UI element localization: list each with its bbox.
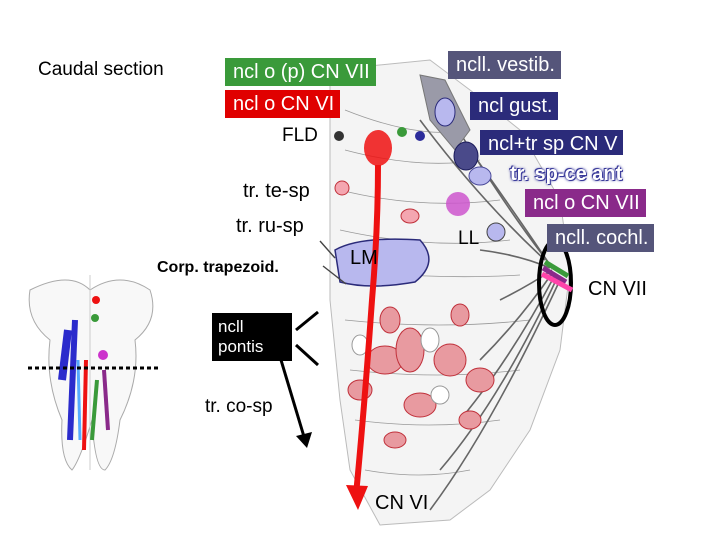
brainstem-thumbnail <box>28 275 160 471</box>
caudal-section-label: Caudal section <box>38 59 164 80</box>
ncl-gust-box: ncl gust. <box>470 92 559 120</box>
corticospinal-bundles <box>351 327 450 405</box>
cn-vii-label: CN VII <box>588 278 647 300</box>
tr-te-sp-label: tr. te-sp <box>243 180 310 202</box>
cn-vii-green-arrow <box>543 259 570 279</box>
tr-ru-sp-marker <box>400 208 420 224</box>
ncl-o-cn-vi-marker <box>364 130 392 166</box>
lemniscus-medialis <box>334 238 430 287</box>
pontine-nuclei <box>347 303 495 449</box>
ncl-tr-sp-cn-v-marker <box>453 141 479 171</box>
ncl-o-cn-vii-box: ncl o CN VII <box>525 189 646 217</box>
ncll-pontis-line-1: ncll <box>218 317 244 336</box>
tr-te-sp-marker <box>334 180 350 196</box>
cn-vii-purple-arrow <box>541 265 568 285</box>
ncll-cochl-box: ncll. cochl. <box>547 224 655 252</box>
cn-vi-label: CN VI <box>375 492 429 514</box>
ncll-vestib-box: ncll. vestib. <box>448 51 561 79</box>
pontine-tissue <box>329 59 571 526</box>
ncl-o-cn-vi-box: ncl o CN VI <box>225 90 341 118</box>
green-nucleus-marker <box>397 127 407 137</box>
cn-vii-pink-arrow <box>540 271 574 293</box>
co-sp-arrowhead <box>296 432 312 448</box>
lemniscus-lateralis-label: LL <box>458 228 480 249</box>
fld-label: FLD <box>282 125 318 146</box>
cn-vi-nerve <box>353 164 381 496</box>
tr-sp-ce-ant-label: tr. sp-ce ant <box>510 163 623 185</box>
ncl-tr-sp-cn-v-box: ncl+tr sp CN V <box>480 130 624 155</box>
fld-marker <box>334 131 344 141</box>
ncll-pontis-line-2: pontis <box>218 337 264 356</box>
tr-ru-sp-label: tr. ru-sp <box>236 215 304 237</box>
corp-trapezoid-label: Corp. trapezoid. <box>157 259 279 276</box>
tr-co-sp-label: tr. co-sp <box>205 396 273 417</box>
pontis-pointer-arrows <box>294 310 320 367</box>
leader-lines <box>319 240 347 285</box>
tr-sp-ce-ant-marker <box>468 166 492 186</box>
ncll-pontis-box: ncll pontis <box>212 313 292 361</box>
lemniscus-medialis-label: LM <box>350 247 378 269</box>
ll-marker <box>486 222 506 242</box>
ncl-o-cn-vii-marker <box>446 192 470 216</box>
nucleus-gustatory-marker <box>434 97 456 127</box>
blue-nucleus-marker <box>415 131 425 141</box>
ncl-o-p-cn-vii-box: ncl o (p) CN VII <box>225 58 376 86</box>
cn-vi-nerve-arrowhead <box>346 485 368 510</box>
